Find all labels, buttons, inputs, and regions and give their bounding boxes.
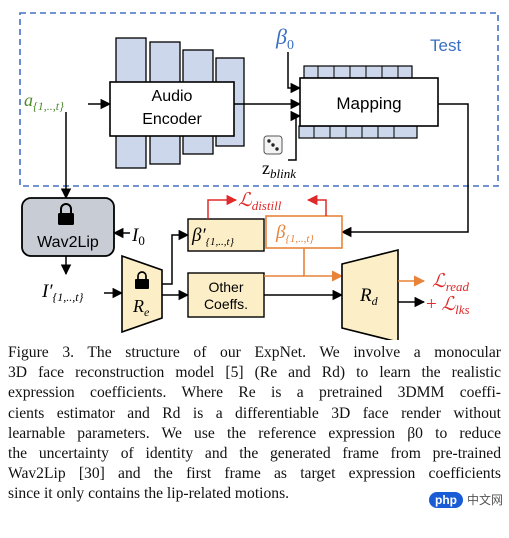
wav2lip-box [21,197,115,257]
re-to-betaprime-arrow [162,229,190,285]
mapping-box [299,77,439,127]
watermark-text: 中文网 [466,493,503,507]
watermark-badge: php [428,492,463,508]
wav2lip-lock-icon [58,203,74,225]
beta0-to-mapping-arrow [287,52,302,94]
caption-line: Figure 3. The structure of our ExpNet. W… [8,344,501,361]
l-distill-label: ℒdistill [238,190,282,213]
beta0-label: β0 [275,24,294,53]
betaprime-to-distill-arrow [207,194,238,219]
other-coeffs-label-1: Other [208,279,243,295]
caption-line: since it only contains the lip-related m… [8,485,290,503]
caption-line: the uncertainty of identity and the gene… [8,445,501,463]
z-blink-label: zblink [262,158,296,181]
l-lks-label: + ℒlks [426,294,470,317]
beta-to-rd-arrow [303,248,344,282]
re-lock-icon [135,271,149,289]
test-label: Test [430,36,461,55]
audio-encoder-label-1: Audio [152,88,193,105]
audio-encoder-label-2: Encoder [142,111,202,128]
test-region [19,12,499,187]
rd-block [341,248,399,340]
caption-line: learnable parameters. We use the referen… [8,424,501,442]
expnet-diagram: Test Audio Encoder a{1,..,t} Mapping β0 … [19,12,499,340]
i-prime-label: I′{1,..,t} [41,281,84,304]
mapping-to-beta-arrow [340,103,469,238]
input-audio-label: a{1,..,t} [24,90,64,113]
l-read-label: ℒread [432,271,470,294]
caption-line: 3D face reconstruction model [5] (Re and… [8,364,501,382]
mapping-strip-dividers [313,66,399,138]
beta-to-distill-arrow [306,194,327,216]
other-coeffs-label-2: Coeffs. [204,296,248,312]
beta-box [265,215,343,249]
figure-caption: Figure 3. The structure of our ExpNet. W… [8,343,501,505]
beta-prime-box [187,218,265,252]
zblink-to-mapping-arrow [288,110,302,161]
other-coeffs-box [187,272,265,318]
dice-icon [263,135,283,155]
caption-line: expression coefficients. Where Re is a p… [8,384,501,402]
re-block [121,254,163,334]
wav2lip-label: Wav2Lip [37,234,99,251]
caption-line: Wav2Lip [30] and the first frame as targ… [8,465,501,483]
caption-line: cients estimator and Rd is a differentia… [8,404,501,422]
i0-label: I0 [131,225,145,248]
mapping-label: Mapping [336,94,401,113]
